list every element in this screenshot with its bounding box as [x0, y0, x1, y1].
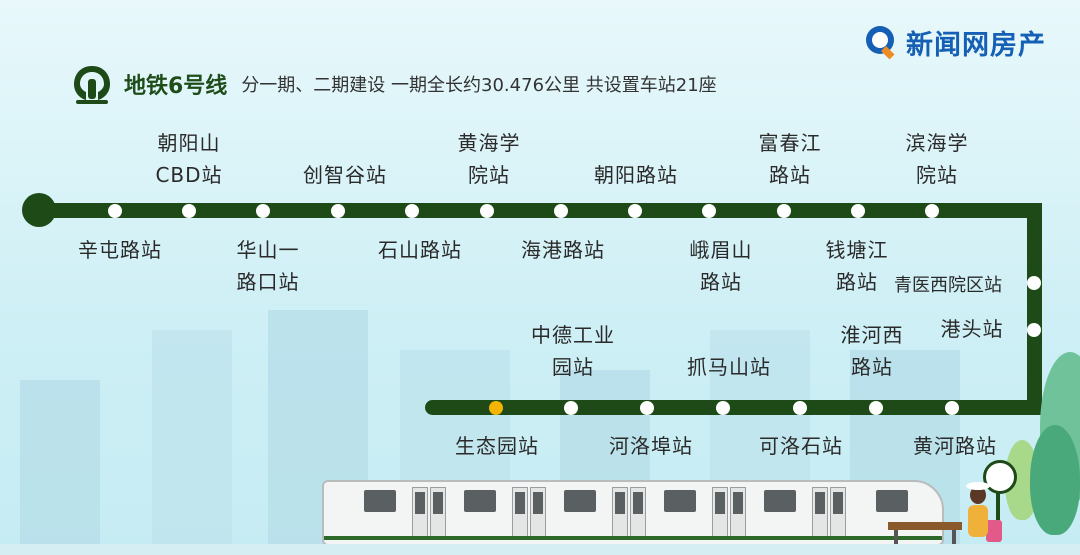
station-dot[interactable]	[564, 401, 578, 415]
station-dot[interactable]	[480, 204, 494, 218]
line-name: 地铁6号线	[124, 74, 228, 99]
station-dot[interactable]	[793, 401, 807, 415]
building-silhouette	[20, 380, 100, 545]
train-door	[530, 487, 546, 537]
track-right	[1027, 203, 1042, 415]
bench-leg	[952, 530, 956, 544]
train-door	[612, 487, 628, 537]
station-label[interactable]: 中德工业 园站	[531, 323, 615, 379]
bench-leg	[894, 530, 898, 544]
station-label[interactable]: 抓马山站	[687, 355, 771, 379]
station-label[interactable]: 辛屯路站	[78, 238, 162, 262]
train-door	[412, 487, 428, 537]
station-dot[interactable]	[702, 204, 716, 218]
station-label[interactable]: 峨眉山 路站	[689, 238, 753, 294]
station-label[interactable]: 华山一 路口站	[236, 238, 300, 294]
building-silhouette	[152, 330, 232, 545]
train-door	[512, 487, 528, 537]
brand-name: 新闻网房产	[906, 29, 1046, 61]
ground	[0, 544, 1080, 555]
station-dot[interactable]	[716, 401, 730, 415]
track-top	[38, 203, 1042, 218]
train-window	[876, 490, 908, 512]
traveler-illustration	[968, 505, 988, 537]
metro-sign-icon	[983, 460, 1017, 494]
station-dot[interactable]	[945, 401, 959, 415]
line-description: 分一期、二期建设 一期全长约30.476公里 共设置车站21座	[241, 75, 717, 96]
station-dot[interactable]	[256, 204, 270, 218]
suitcase-icon	[986, 520, 1002, 542]
train-door	[712, 487, 728, 537]
station-label[interactable]: 港头站	[940, 317, 1004, 341]
station-dot[interactable]	[554, 204, 568, 218]
station-dot-current[interactable]	[489, 401, 503, 415]
traveler-hat	[966, 482, 990, 490]
traveler-head	[970, 486, 986, 504]
station-dot[interactable]	[405, 204, 419, 218]
station-label[interactable]: 朝阳山 CBD站	[155, 131, 223, 187]
tree-illustration	[1030, 425, 1080, 535]
station-dot[interactable]	[1027, 323, 1041, 337]
station-dot[interactable]	[777, 204, 791, 218]
station-label[interactable]: 滨海学 院站	[905, 131, 969, 187]
train-illustration	[322, 480, 944, 546]
station-label[interactable]: 青医西院区站	[894, 275, 1002, 296]
station-label[interactable]: 可洛石站	[759, 434, 843, 458]
train-window	[764, 490, 796, 512]
station-dot[interactable]	[331, 204, 345, 218]
station-label[interactable]: 创智谷站	[303, 163, 387, 187]
station-label[interactable]: 生态园站	[455, 434, 539, 458]
station-label[interactable]: 海港路站	[521, 238, 605, 262]
station-label[interactable]: 河洛埠站	[609, 434, 693, 458]
station-label[interactable]: 黄海学 院站	[457, 131, 521, 187]
station-dot[interactable]	[869, 401, 883, 415]
station-label[interactable]: 石山路站	[378, 238, 462, 262]
magnifier-logo-icon	[866, 26, 895, 60]
line-header: 地铁6号线 分一期、二期建设 一期全长约30.476公里 共设置车站21座	[70, 62, 717, 106]
bench	[888, 522, 962, 530]
station-label[interactable]: 淮河西 路站	[840, 323, 904, 379]
station-dot[interactable]	[1027, 276, 1041, 290]
station-dot[interactable]	[640, 401, 654, 415]
station-dot[interactable]	[628, 204, 642, 218]
train-door	[812, 487, 828, 537]
metro-logo-icon	[74, 66, 110, 104]
train-stripe	[324, 536, 942, 540]
station-dot[interactable]	[182, 204, 196, 218]
train-window	[664, 490, 696, 512]
train-door	[830, 487, 846, 537]
train-door	[730, 487, 746, 537]
track-bottom	[425, 400, 1042, 415]
train-door	[630, 487, 646, 537]
train-window	[464, 490, 496, 512]
station-label[interactable]: 富春江 路站	[758, 131, 822, 187]
station-label[interactable]: 钱塘江 路站	[825, 238, 889, 294]
station-dot[interactable]	[851, 204, 865, 218]
brand-logo: 新闻网房产	[862, 22, 1046, 62]
train-window	[364, 490, 396, 512]
station-dot[interactable]	[925, 204, 939, 218]
station-label[interactable]: 黄河路站	[913, 434, 997, 458]
train-door	[430, 487, 446, 537]
station-dot[interactable]	[108, 204, 122, 218]
station-label[interactable]: 朝阳路站	[594, 163, 678, 187]
train-window	[564, 490, 596, 512]
metro-sign-pole	[996, 490, 1000, 542]
